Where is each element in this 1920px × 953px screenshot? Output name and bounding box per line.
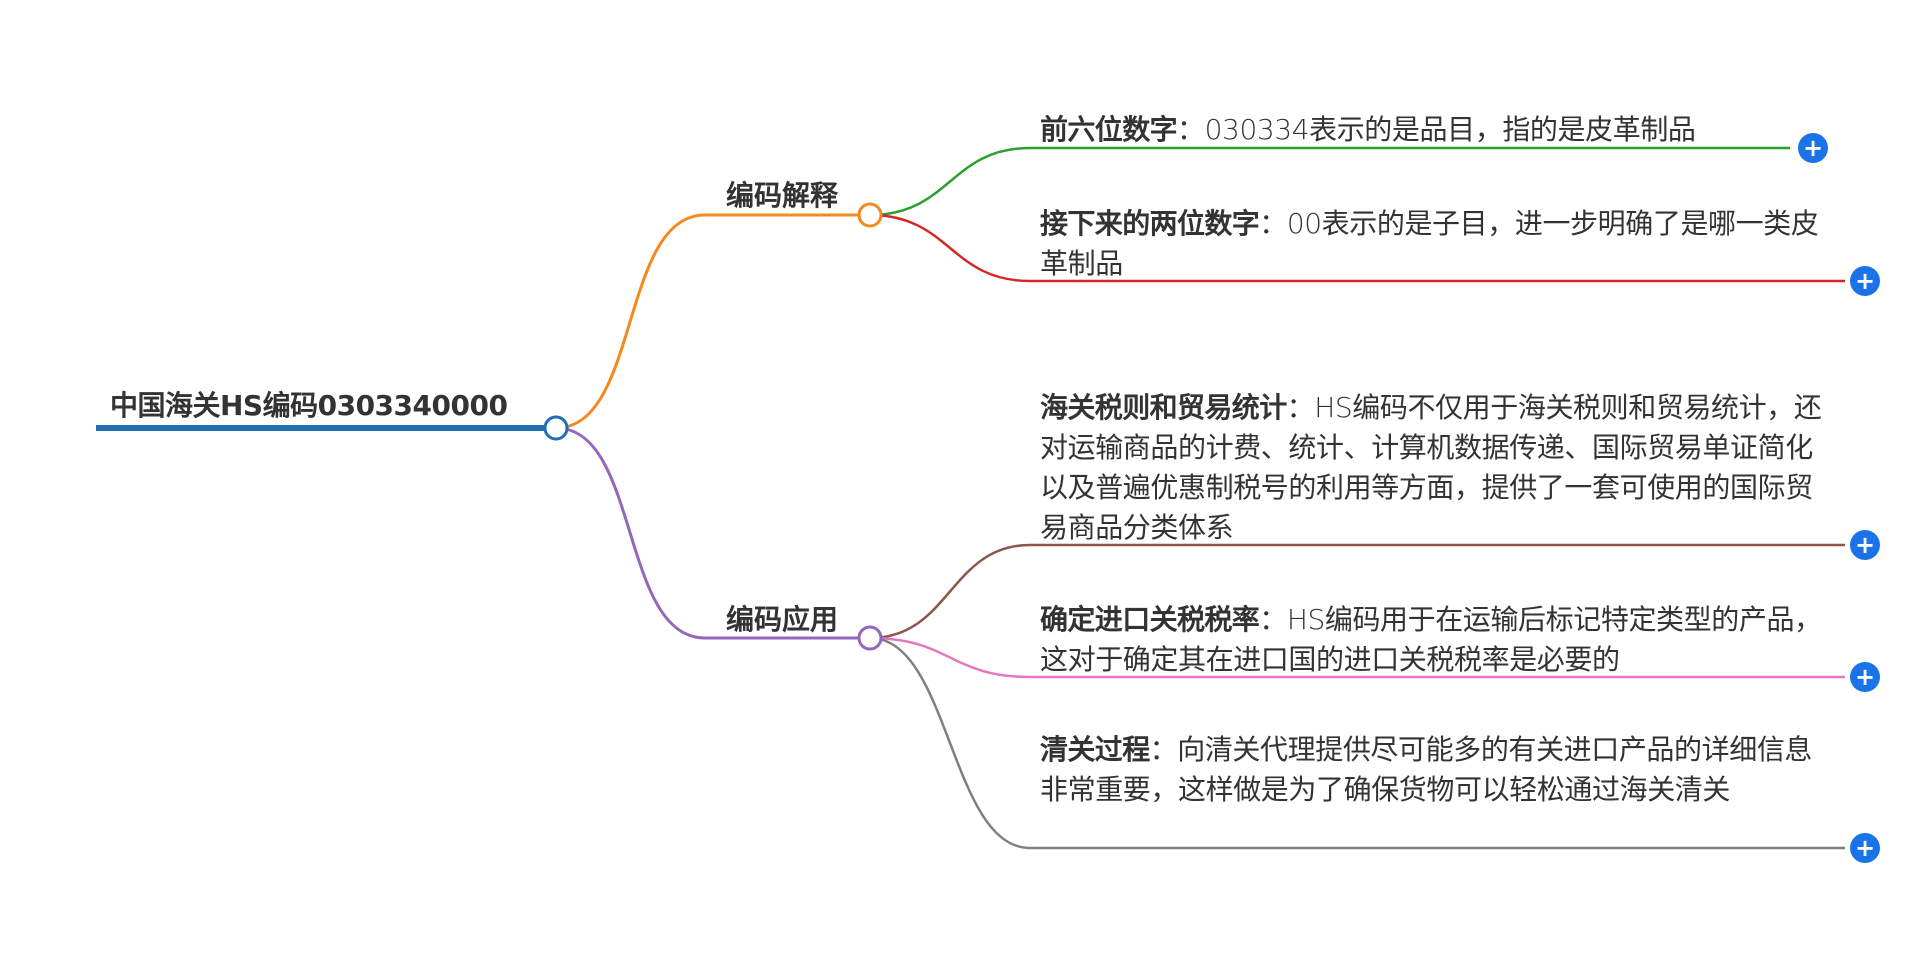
link-apply-leaf-3 [869, 543, 1845, 640]
leaf-node-3[interactable]: 海关税则和贸易统计：HS编码不仅用于海关税则和贸易统计，还对运输商品的计费、统计… [1040, 388, 1822, 548]
leaf-2-separator: ： [1259, 207, 1287, 240]
leaf-2-text: 00表示的是子目，进一步明确了是哪一类皮革制品 [1040, 207, 1819, 280]
root-collapse-node[interactable] [543, 415, 569, 441]
link-root-explain [555, 213, 870, 430]
leaf-4-expand-button[interactable]: + [1850, 662, 1880, 692]
link-apply-leaf-5 [869, 636, 1845, 850]
branch-label-apply[interactable]: 编码应用 [726, 603, 839, 636]
link-explain-leaf-2 [869, 213, 1845, 283]
leaf-5-expand-button[interactable]: + [1850, 833, 1880, 863]
leaf-5-text: 向清关代理提供尽可能多的有关进口产品的详细信息非常重要，这样做是为了确保货物可以… [1040, 733, 1813, 806]
leaf-4-key: 确定进口关税税率 [1040, 603, 1260, 636]
leaf-3-expand-button[interactable]: + [1850, 530, 1880, 560]
apply-collapse-node[interactable] [857, 625, 883, 651]
leaf-3-text: HS编码不仅用于海关税则和贸易统计，还对运输商品的计费、统计、计算机数据传递、国… [1040, 391, 1822, 544]
leaf-5-key: 清关过程 [1040, 733, 1150, 766]
leaf-node-2[interactable]: 接下来的两位数字：00表示的是子目，进一步明确了是哪一类皮革制品 [1040, 204, 1822, 284]
leaf-1-key: 前六位数字 [1040, 113, 1178, 146]
link-apply-leaf-4 [869, 636, 1845, 679]
leaf-4-text: HS编码用于在运输后标记特定类型的产品，这对于确定其在进口国的进口关税税率是必要… [1040, 603, 1822, 676]
link-root-apply [555, 426, 870, 640]
leaf-node-4[interactable]: 确定进口关税税率：HS编码用于在运输后标记特定类型的产品，这对于确定其在进口国的… [1040, 600, 1822, 680]
leaf-node-5[interactable]: 清关过程：向清关代理提供尽可能多的有关进口产品的详细信息非常重要，这样做是为了确… [1040, 730, 1822, 810]
leaf-1-text: 030334表示的是品目，指的是皮革制品 [1204, 113, 1696, 146]
explain-collapse-node[interactable] [857, 202, 883, 228]
link-explain-leaf-1 [869, 146, 1790, 217]
leaf-1-expand-button[interactable]: + [1798, 133, 1828, 163]
leaf-2-expand-button[interactable]: + [1850, 266, 1880, 296]
leaf-3-key: 海关税则和贸易统计 [1040, 391, 1287, 424]
leaf-5-separator: ： [1149, 733, 1178, 766]
leaf-1-separator: ： [1177, 113, 1205, 146]
leaf-node-1[interactable]: 前六位数字：030334表示的是品目，指的是皮革制品 [1040, 110, 1822, 150]
leaf-3-separator: ： [1286, 391, 1315, 424]
branch-label-explain[interactable]: 编码解释 [726, 179, 839, 212]
root-node-label[interactable]: 中国海关HS编码0303340000 [110, 389, 508, 422]
leaf-4-separator: ： [1259, 603, 1287, 636]
leaf-2-key: 接下来的两位数字 [1040, 207, 1260, 240]
